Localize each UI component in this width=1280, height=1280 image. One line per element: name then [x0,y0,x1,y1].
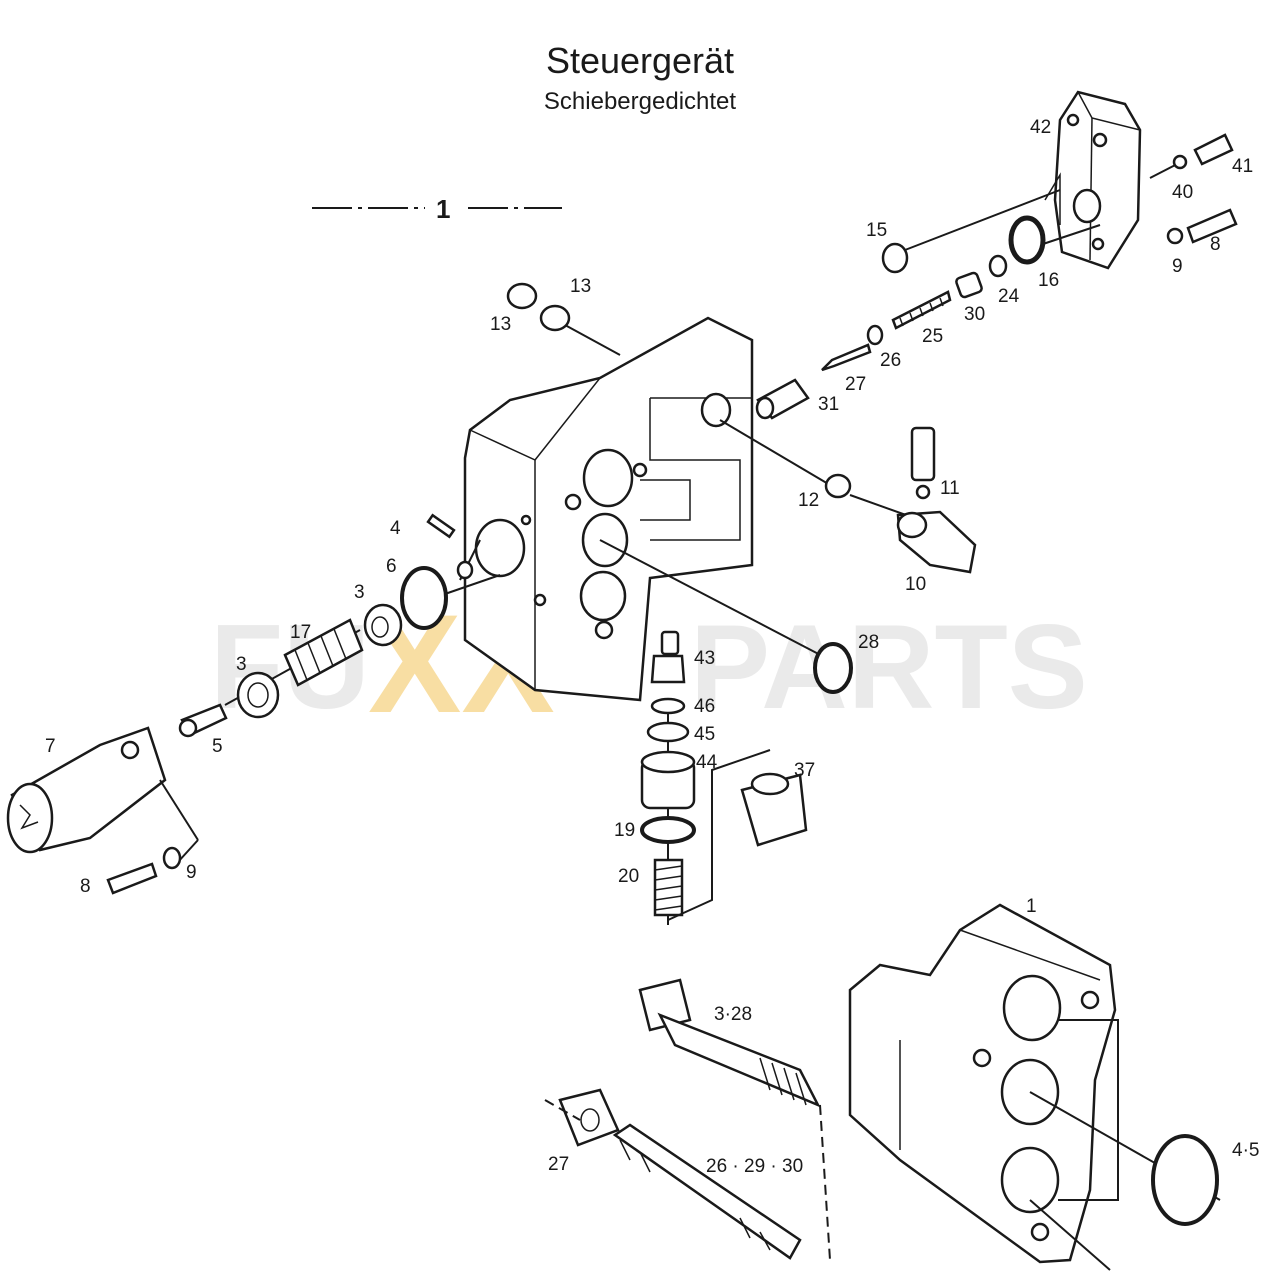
label-15: 15 [866,220,887,241]
label-40: 40 [1172,182,1193,203]
label-3-lower: 3 [236,654,247,675]
cap-13-right [539,304,571,332]
washer-9-bottom [162,846,182,870]
parts-10-12 [824,426,977,574]
label-13-right: 13 [570,276,591,297]
small-parts-top [506,133,1238,420]
label-9-top: 9 [1172,256,1183,277]
washer-46 [650,697,686,715]
label-25: 25 [922,326,943,347]
label-6: 6 [386,556,397,577]
label-13-left: 13 [490,314,511,335]
part-43 [650,654,686,684]
seal-4-5 [1151,1134,1219,1226]
port-upper [582,448,634,508]
label-8-bottom: 8 [80,876,91,897]
ring-19 [640,816,696,844]
o-ring-16 [1008,215,1046,265]
label-7: 7 [45,736,56,757]
watermark-right: PARTS [690,600,1088,734]
assembly-marker: 1 [312,194,562,224]
screw-8-top [1186,208,1238,244]
ring-12 [824,473,852,499]
end-cover [1044,90,1142,270]
label-10: 10 [905,574,926,595]
screw-41 [1193,133,1234,166]
washer-26 [866,324,884,346]
port-lower [579,570,627,622]
label-5: 5 [212,736,223,757]
label-41: 41 [1232,156,1253,177]
callout-labels: 42 41 40 15 16 9 8 13 13 25 30 24 26 27 … [45,117,1259,1177]
label-26-29-30: 26 · 29 · 30 [706,1156,803,1177]
label-4-5: 4·5 [1232,1140,1259,1161]
label-20: 20 [618,866,639,887]
label-8-top: 8 [1210,234,1221,255]
spring-17 [283,618,364,687]
label-12: 12 [798,490,819,511]
label-28: 28 [858,632,879,653]
label-q1: 1 [1026,896,1037,917]
label-42: 42 [1030,117,1051,138]
bolt-head [638,978,692,1032]
label-30: 30 [964,304,985,325]
ring-28 [813,642,853,694]
label-3-upper: 3 [354,582,365,603]
label-16: 16 [1038,270,1059,291]
spool-parts [178,513,474,738]
washer-40 [1172,154,1188,170]
label-43: 43 [694,648,715,669]
pin-4 [426,513,456,539]
assembly-label: 1 [436,194,450,224]
label-17: 17 [290,622,311,643]
part-11 [910,426,936,482]
pin-27 [821,343,872,372]
seat-3-lower [236,671,280,719]
label-11: 11 [940,478,960,499]
diagram-title: Steuergerät [545,40,735,81]
label-4: 4 [390,518,401,539]
nut-27 [558,1088,620,1147]
label-3-28: 3·28 [714,1004,752,1025]
bolt-3-28 [657,1012,821,1108]
label-44: 44 [696,752,718,773]
seal-ring-15 [881,242,909,274]
label-24: 24 [998,286,1020,307]
label-31: 31 [818,394,839,415]
port-middle [581,512,629,568]
label-37: 37 [794,760,815,781]
diagram-subtitle: Schiebergedichtet [543,88,737,115]
cap-13-left [506,282,538,310]
label-46: 46 [694,696,715,717]
label-45: 45 [694,724,715,745]
port-side [700,392,732,428]
washer-45 [646,721,690,743]
lower-sub-assembly [544,903,1221,1271]
valve-body [463,316,754,702]
label-q27: 27 [548,1154,569,1175]
valve-stack [640,630,808,921]
solenoid-7 [6,726,199,895]
label-9-bottom: 9 [186,862,197,883]
spool-bore [474,518,526,578]
seat-3-upper [363,603,403,647]
plug-30 [955,271,983,299]
label-27: 27 [845,374,866,395]
screw-8-bottom [106,862,158,895]
label-26: 26 [880,350,901,371]
stud-26-29-30 [612,1123,802,1260]
washer-9-top [1166,227,1184,245]
label-19: 19 [614,820,635,841]
ring-24 [988,254,1008,278]
watermark: FU XX PARTS [210,585,1088,742]
part-43-top [660,630,680,656]
o-ring-6 [400,566,448,630]
